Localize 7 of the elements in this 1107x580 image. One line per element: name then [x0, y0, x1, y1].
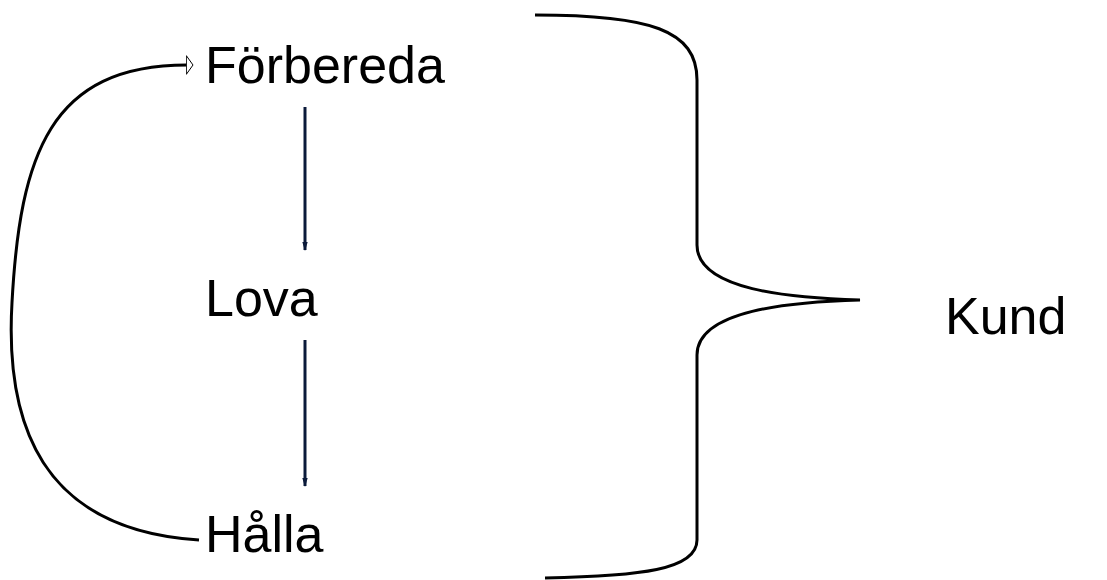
step-text: Hålla [205, 504, 324, 564]
arrow [9, 55, 200, 542]
arrow [302, 107, 308, 251]
step-text: Förbereda [205, 35, 445, 95]
arrow [302, 340, 308, 487]
step-text: Lova [205, 268, 318, 328]
group-label: Kund [945, 286, 1067, 346]
